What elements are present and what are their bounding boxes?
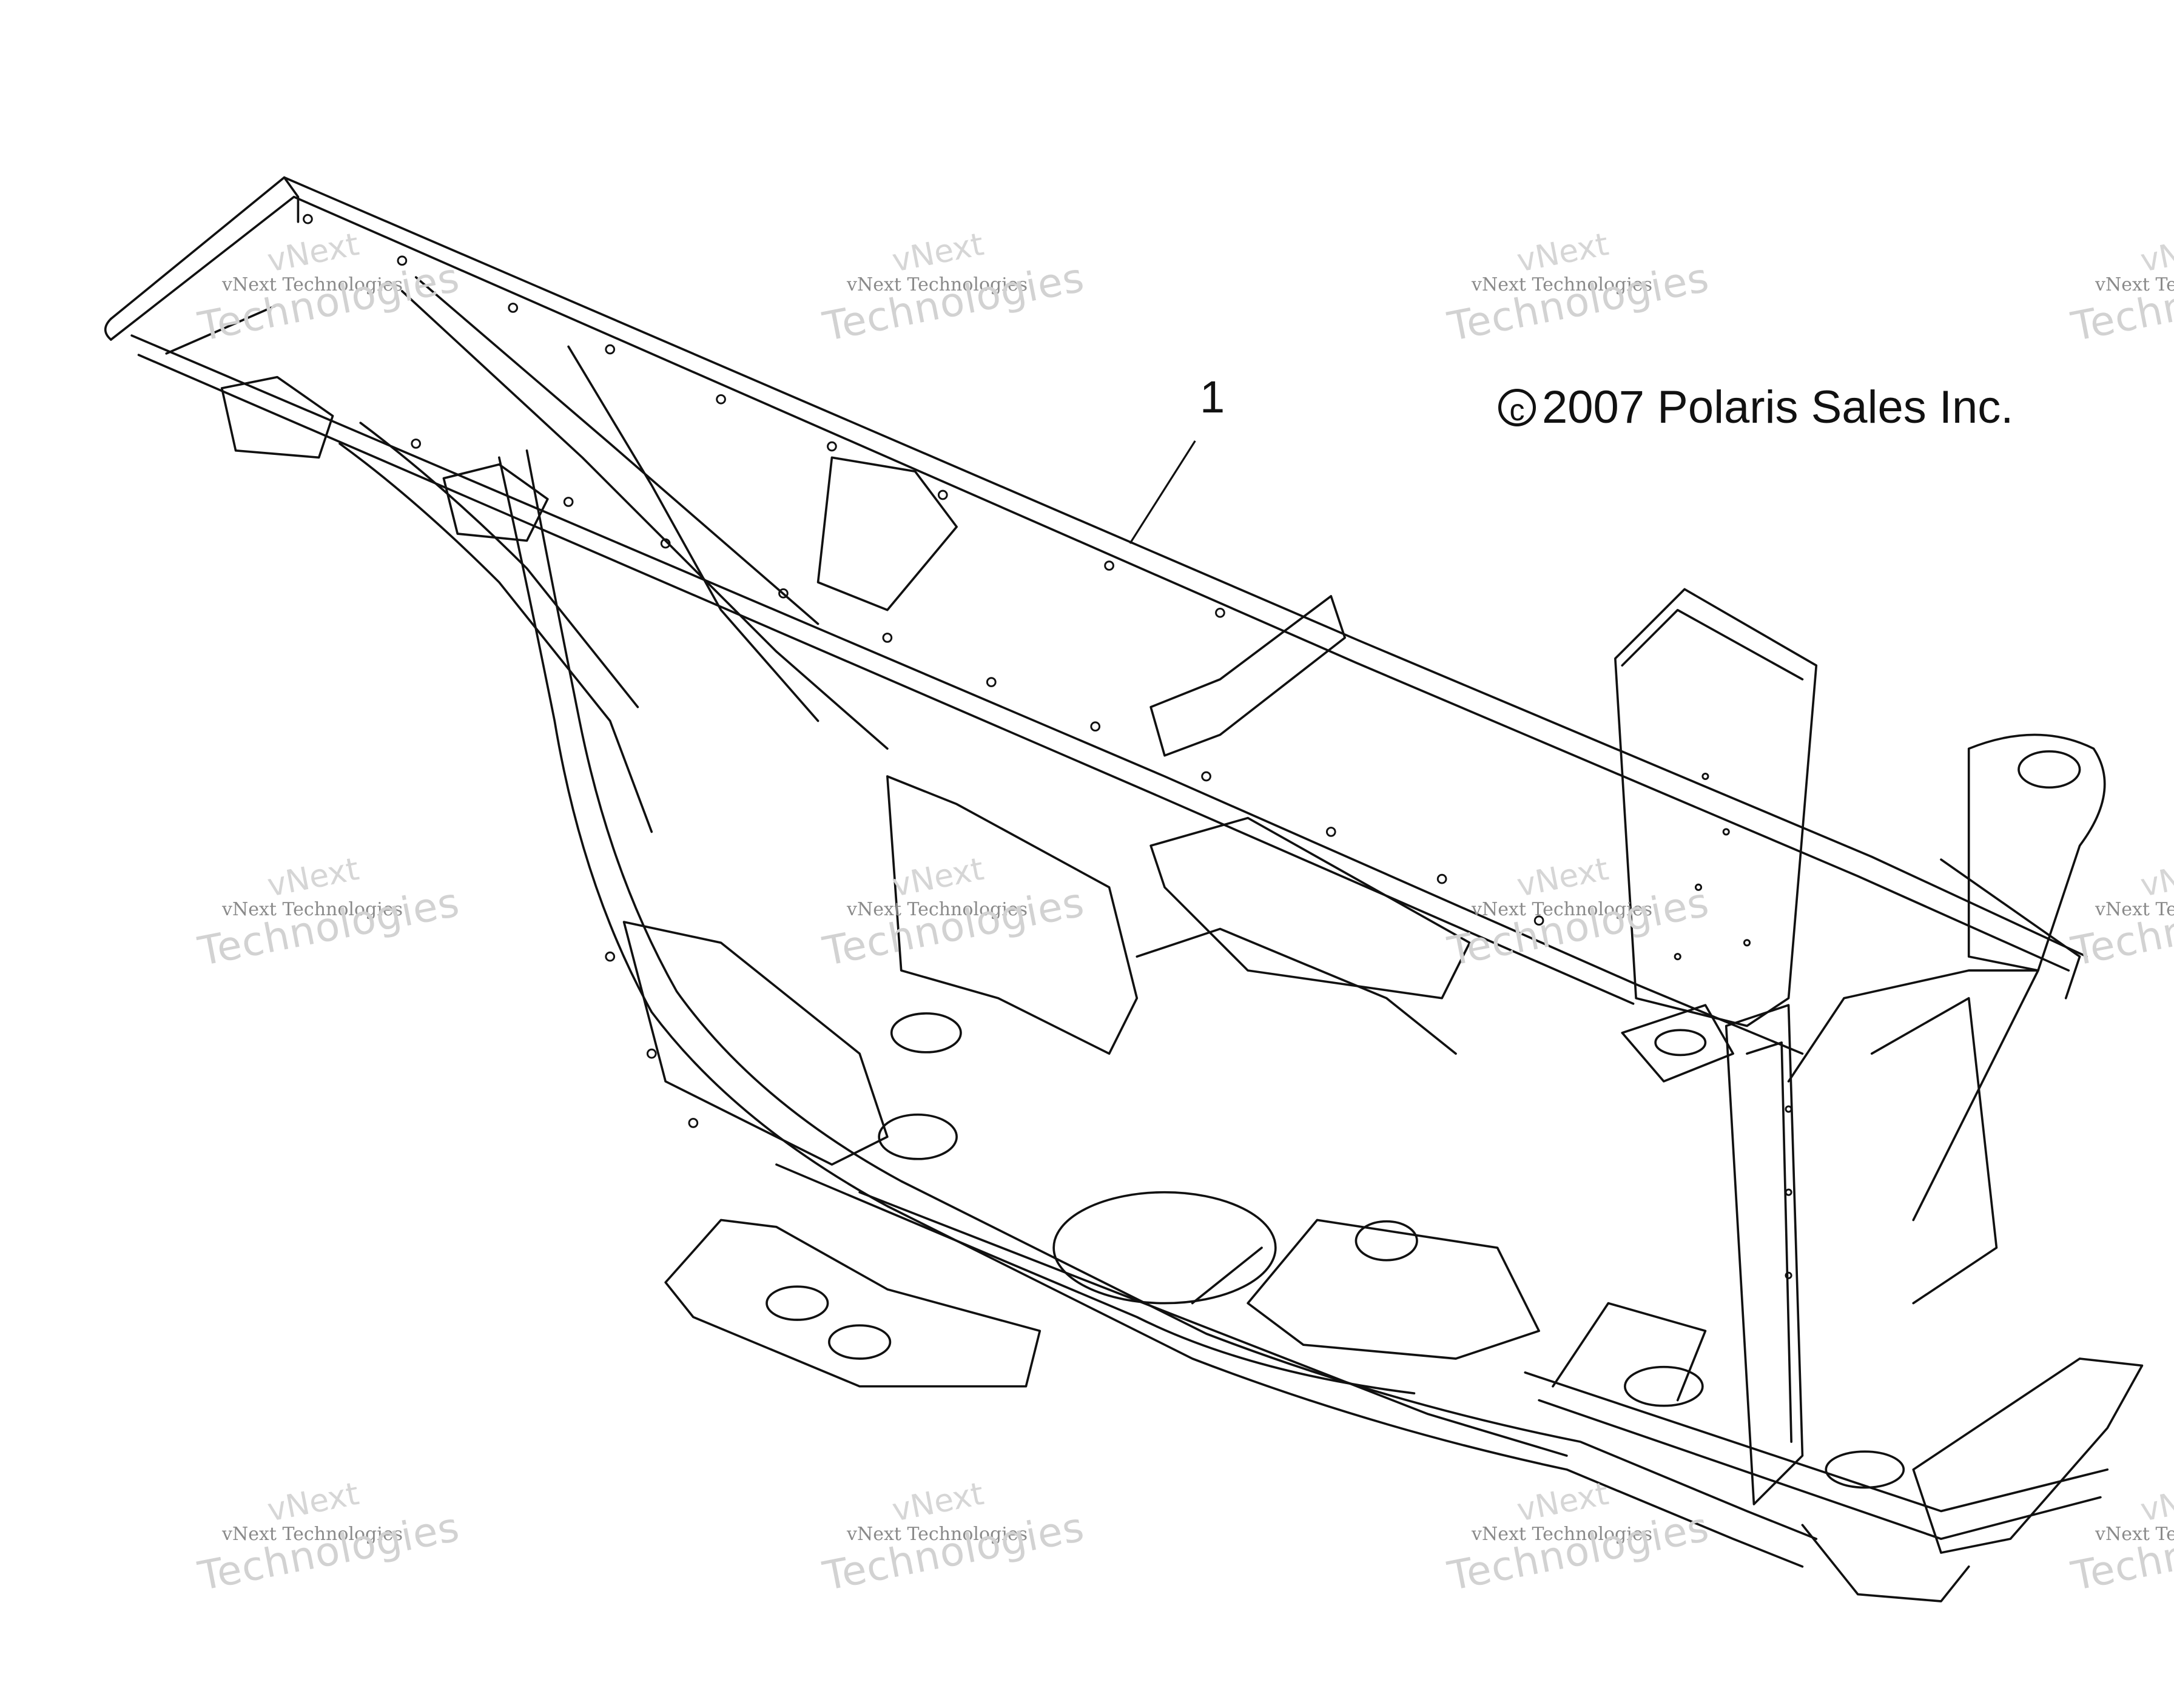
copyright-text: 2007 Polaris Sales Inc.	[1542, 382, 2014, 433]
part-callout-label: 1	[1200, 372, 1225, 422]
copyright-symbol-icon: c	[1498, 389, 1536, 427]
